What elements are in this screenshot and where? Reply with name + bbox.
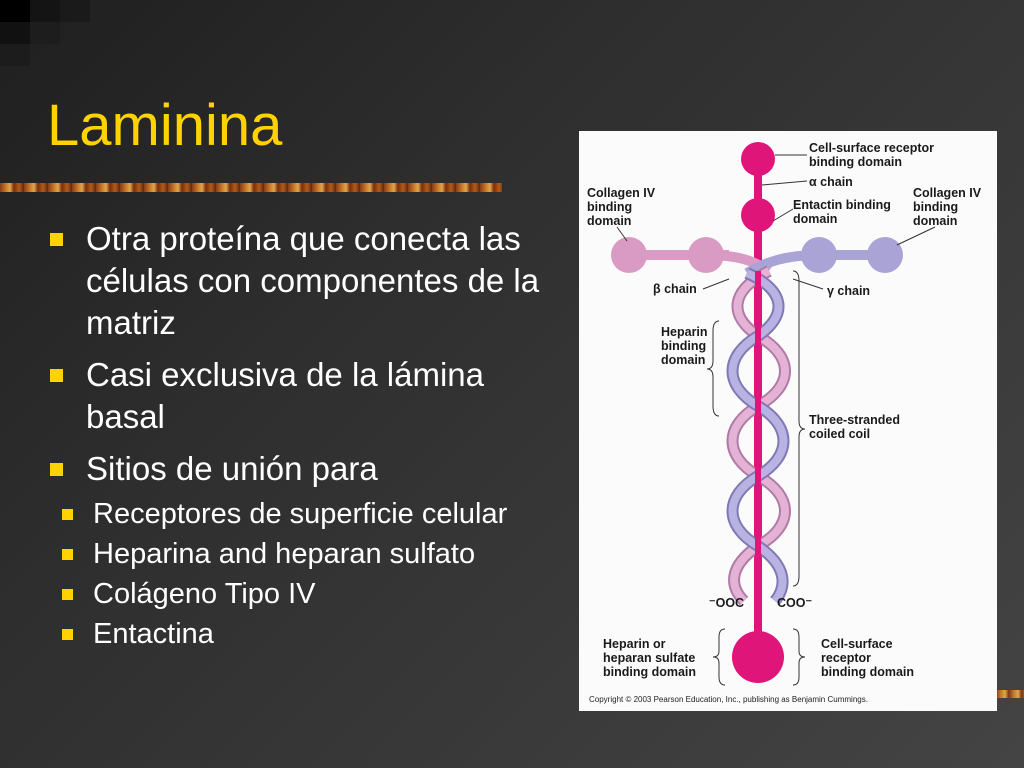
- heparin-bottom-bracket: [712, 628, 726, 686]
- bullet-text: Otra proteína que conecta las células co…: [86, 220, 540, 341]
- leader-line: [702, 278, 730, 290]
- bullet-item: Sitios de unión para: [48, 448, 558, 490]
- leader-line: [772, 208, 794, 222]
- square-bullet-icon: [62, 549, 73, 560]
- corner-decoration: [0, 0, 90, 66]
- leader-line: [896, 226, 936, 246]
- bullet-item: Casi exclusiva de la lámina basal: [48, 354, 558, 438]
- sub-bullet-text: Receptores de superficie celular: [93, 498, 508, 530]
- bullet-list: Otra proteína que conecta las células co…: [48, 218, 558, 656]
- sub-bullet-item: Entactina: [10, 616, 558, 652]
- sub-bullet-text: Entactina: [93, 618, 214, 650]
- label-alpha-chain: α chain: [809, 175, 853, 189]
- sub-bullet-item: Colágeno Tipo IV: [10, 576, 558, 612]
- square-bullet-icon: [50, 463, 63, 476]
- alpha-domain-entactin: [741, 198, 775, 232]
- alpha-domain-top: [741, 142, 775, 176]
- label-beta-chain: β chain: [653, 282, 697, 296]
- bullet-text: Sitios de unión para: [86, 450, 378, 487]
- sub-bullet-item: Heparina and heparan sulfato: [10, 536, 558, 572]
- square-bullet-icon: [62, 629, 73, 640]
- square-bullet-icon: [62, 589, 73, 600]
- sub-bullet-item: Receptores de superficie celular: [10, 496, 558, 532]
- bullet-item: Otra proteína que conecta las células co…: [48, 218, 558, 344]
- beta-domain-outer: [611, 237, 647, 273]
- leader-line: [792, 278, 824, 290]
- bullet-text: Casi exclusiva de la lámina basal: [86, 356, 485, 435]
- alpha-domain-bottom: [732, 631, 784, 683]
- slide-title: Laminina: [47, 93, 283, 158]
- title-underline: [0, 183, 502, 192]
- receptor-bottom-bracket: [792, 628, 806, 686]
- leader-line: [761, 180, 808, 186]
- label-coo: COO⁻: [777, 596, 812, 610]
- label-gamma-chain: γ chain: [827, 284, 870, 298]
- sub-bullet-text: Heparina and heparan sulfato: [93, 538, 476, 570]
- copyright-text: Copyright © 2003 Pearson Education, Inc.…: [589, 695, 868, 704]
- square-bullet-icon: [50, 369, 63, 382]
- gamma-domain-outer: [867, 237, 903, 273]
- square-bullet-icon: [62, 509, 73, 520]
- coil-bracket: [792, 270, 806, 587]
- decorative-rule: [996, 690, 1024, 698]
- square-bullet-icon: [50, 233, 63, 246]
- heparin-mid-bracket: [706, 320, 720, 417]
- leader-line: [616, 226, 628, 242]
- sub-bullet-text: Colágeno Tipo IV: [93, 578, 316, 610]
- label-ooc: ⁻OOC: [709, 596, 744, 610]
